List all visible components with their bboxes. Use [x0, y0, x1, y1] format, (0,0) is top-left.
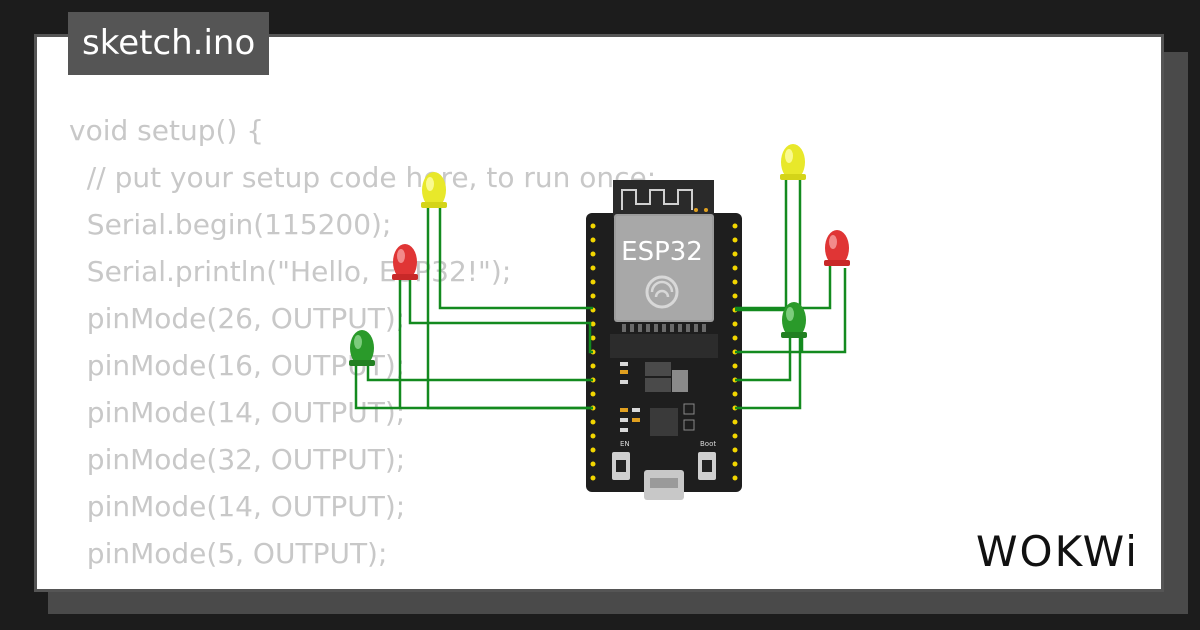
- code-line: pinMode(16, OUTPUT);: [69, 349, 406, 382]
- en-label: EN: [620, 440, 630, 448]
- yellow-led-right[interactable]: [780, 144, 806, 180]
- red-led-right[interactable]: [824, 230, 850, 266]
- code-line: Serial.begin(115200);: [69, 208, 392, 241]
- board-label: ESP32: [621, 237, 703, 267]
- code-line: pinMode(14, OUTPUT);: [69, 396, 406, 429]
- code-line: pinMode(26, OUTPUT);: [69, 302, 406, 335]
- green-led-left[interactable]: [349, 330, 375, 366]
- right-pin-header: [732, 223, 738, 481]
- code-line: pinMode(2, OUTPUT);: [69, 577, 656, 589]
- esp32-board[interactable]: ESP32 EN Boot: [586, 180, 742, 500]
- red-led-left[interactable]: [392, 244, 418, 280]
- file-tab[interactable]: sketch.ino: [68, 12, 270, 75]
- left-pin-header: [590, 223, 596, 481]
- espressif-logo-icon: [645, 275, 679, 309]
- green-led-right[interactable]: [781, 302, 807, 338]
- wires: [354, 180, 847, 410]
- code-preview: void setup() { // put your setup code he…: [69, 107, 656, 589]
- code-line: pinMode(5, OUTPUT);: [69, 537, 388, 570]
- code-line: pinMode(32, OUTPUT);: [69, 443, 406, 476]
- wokwi-logo: WOKWi: [976, 527, 1139, 576]
- code-line: pinMode(14, OUTPUT);: [69, 490, 406, 523]
- yellow-led-left[interactable]: [421, 172, 447, 208]
- code-line: void setup() {: [69, 114, 265, 147]
- boot-label: Boot: [700, 440, 716, 448]
